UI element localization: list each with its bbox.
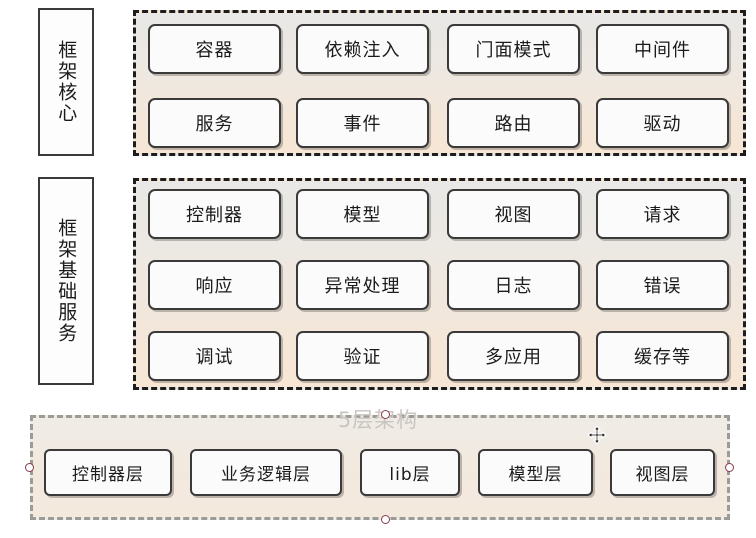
node-business-logic-layer[interactable]: 业务逻辑层 xyxy=(190,449,342,496)
resize-handle-left[interactable] xyxy=(25,463,34,472)
node-validation[interactable]: 验证 xyxy=(296,331,429,381)
node-multi-app[interactable]: 多应用 xyxy=(447,331,580,381)
resize-handle-top[interactable] xyxy=(381,410,390,419)
resize-handle-bottom[interactable] xyxy=(381,515,390,524)
node-model-layer[interactable]: 模型层 xyxy=(478,449,593,496)
node-facade-pattern[interactable]: 门面模式 xyxy=(447,24,580,74)
node-lib-layer[interactable]: lib层 xyxy=(360,449,460,496)
node-event[interactable]: 事件 xyxy=(296,98,429,148)
resize-handle-right[interactable] xyxy=(725,463,734,472)
node-controller-layer[interactable]: 控制器层 xyxy=(44,449,172,496)
node-error[interactable]: 错误 xyxy=(596,260,729,310)
move-cursor-icon xyxy=(587,425,607,445)
node-view[interactable]: 视图 xyxy=(447,189,580,239)
node-log[interactable]: 日志 xyxy=(447,260,580,310)
side-label-framework-core[interactable]: 框架核心 xyxy=(38,8,94,156)
node-middleware[interactable]: 中间件 xyxy=(596,24,729,74)
node-container[interactable]: 容器 xyxy=(148,24,281,74)
node-driver[interactable]: 驱动 xyxy=(596,98,729,148)
node-route[interactable]: 路由 xyxy=(447,98,580,148)
node-response[interactable]: 响应 xyxy=(148,260,281,310)
node-model[interactable]: 模型 xyxy=(296,189,429,239)
side-label-framework-base-services[interactable]: 框架基础服务 xyxy=(38,177,94,385)
node-request[interactable]: 请求 xyxy=(596,189,729,239)
node-debug[interactable]: 调试 xyxy=(148,331,281,381)
node-controller[interactable]: 控制器 xyxy=(148,189,281,239)
node-dependency-injection[interactable]: 依赖注入 xyxy=(296,24,429,74)
node-exception-handling[interactable]: 异常处理 xyxy=(296,260,429,310)
node-view-layer[interactable]: 视图层 xyxy=(610,449,715,496)
node-cache-etc[interactable]: 缓存等 xyxy=(596,331,729,381)
node-service[interactable]: 服务 xyxy=(148,98,281,148)
